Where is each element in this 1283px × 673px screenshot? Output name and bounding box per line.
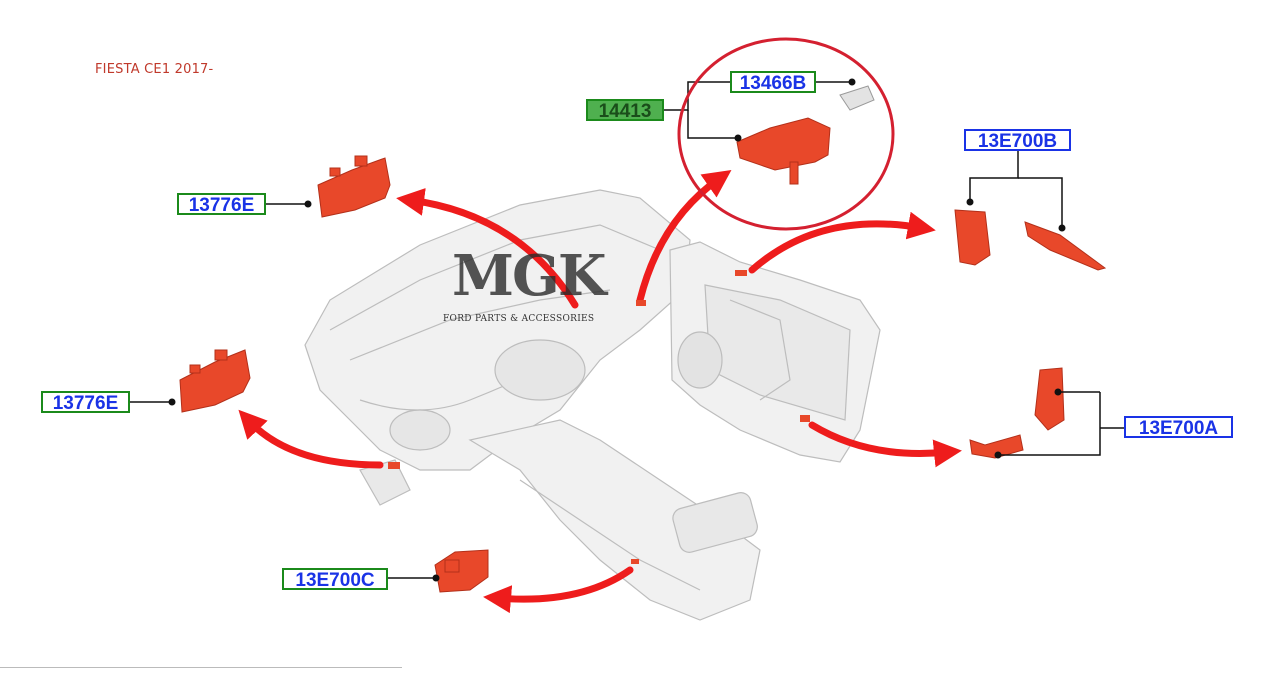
watermark-subtitle: FORD PARTS & ACCESSORIES <box>443 314 595 324</box>
arrow-to-13E700A <box>808 421 962 468</box>
dashboard-illustration <box>304 189 761 621</box>
arrow-to-14413 <box>636 169 732 304</box>
part-14413 <box>736 117 831 185</box>
watermark-logo-text: MGK <box>452 243 609 309</box>
part-13E700B <box>954 209 1107 271</box>
highlight-circle <box>677 37 895 231</box>
arrow-to-13E700C <box>483 566 634 614</box>
part-13466B <box>839 85 875 111</box>
part-label-13E700A: 13E700A <box>1124 416 1233 439</box>
arrow-to-13776E-top <box>396 188 579 309</box>
door-panel-illustration <box>669 241 881 463</box>
part-label-13776E-mid: 13776E <box>41 391 130 414</box>
part-label-13466B: 13466B <box>730 71 816 94</box>
arrow-to-13776E-mid <box>238 409 384 469</box>
leader-dots <box>168 78 1066 582</box>
part-label-13E700B: 13E700B <box>964 129 1071 152</box>
part-13E700C <box>434 549 489 593</box>
part-13776E-top <box>317 155 391 218</box>
part-13E700A <box>969 367 1065 459</box>
bottom-divider <box>0 667 402 668</box>
part-label-13776E-top: 13776E <box>177 193 266 216</box>
mgk-logo: MGK <box>452 243 611 309</box>
leader-lines <box>130 81 1128 579</box>
arrow-to-13E700B <box>748 211 936 274</box>
location-marks <box>388 270 810 564</box>
part-label-13E700C: 13E700C <box>282 568 388 591</box>
part-label-14413: 14413 <box>586 99 664 122</box>
callout-arrows <box>238 169 962 614</box>
part-13776E-mid <box>179 349 251 413</box>
diagram-title: FIESTA CE1 2017- <box>95 62 214 77</box>
